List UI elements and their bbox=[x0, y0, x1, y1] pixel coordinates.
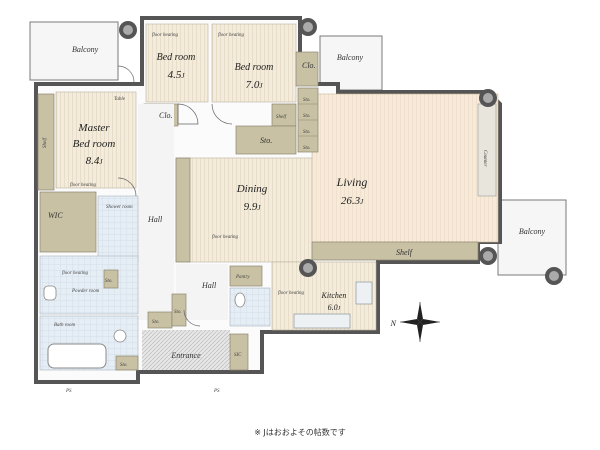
sto-entry-label: Sto. bbox=[152, 320, 160, 325]
living-label: Living bbox=[336, 175, 368, 189]
bedroom-1-floor bbox=[145, 23, 209, 103]
balcony-right bbox=[497, 199, 567, 276]
sto-powder-label: Sto. bbox=[105, 279, 113, 284]
door-bed1 bbox=[177, 103, 199, 125]
floor-heating-4: floor heating bbox=[212, 235, 238, 240]
storage-corridor bbox=[235, 125, 297, 155]
powder-room-floor bbox=[39, 255, 139, 315]
kitchen-area: 6.0J bbox=[328, 303, 341, 312]
balcony-top-left-label: Balcony bbox=[72, 45, 99, 54]
floor-heating-2: floor heating bbox=[218, 33, 244, 38]
balcony-top-right-label: Balcony bbox=[337, 53, 364, 62]
sto-bath-label: Sto. bbox=[120, 363, 128, 368]
bedroom-1-label: Bed room bbox=[157, 52, 196, 63]
floor-heating-6: floor heating bbox=[278, 291, 304, 296]
balcony-top-left bbox=[29, 21, 119, 81]
dining-area: 9.9J bbox=[244, 201, 262, 213]
dining-cabinet bbox=[175, 157, 191, 263]
shelf-living-label: Shelf bbox=[396, 248, 414, 257]
master-label-line1: Master bbox=[77, 122, 110, 134]
ps-left-label: PS bbox=[65, 389, 72, 394]
door-hall bbox=[183, 309, 201, 327]
entrance-floor bbox=[142, 330, 230, 370]
bath-room-label: Bath room bbox=[54, 323, 75, 328]
pantry bbox=[229, 265, 263, 287]
sto-col-4: Sto. bbox=[303, 146, 311, 151]
shower-room-floor bbox=[97, 195, 139, 263]
sink bbox=[43, 285, 57, 301]
clo-right-label: Clo. bbox=[302, 61, 316, 70]
counter-label: Counter bbox=[482, 150, 487, 166]
footnote: ※ Jはおおよその帖数です bbox=[254, 428, 346, 437]
door-balcony bbox=[117, 65, 135, 83]
floor-heating-3: floor heating bbox=[70, 183, 96, 188]
sto-col-2: Sto. bbox=[303, 114, 311, 119]
shelf-living bbox=[311, 241, 479, 261]
powder-room-label: Powder room bbox=[71, 289, 100, 294]
floor-heating-1: floor heating bbox=[152, 33, 178, 38]
entrance-label: Entrance bbox=[170, 351, 201, 360]
sto-bath bbox=[115, 355, 139, 371]
clo-left-label: Clo. bbox=[159, 111, 173, 120]
compass-icon bbox=[400, 302, 440, 342]
hall-left-label: Hall bbox=[147, 215, 163, 224]
hall-mid-label: Hall bbox=[201, 281, 217, 290]
wc-floor bbox=[229, 287, 271, 327]
bathtub bbox=[47, 343, 107, 369]
wic-area bbox=[39, 191, 97, 253]
kitchen-label: Kitchen bbox=[321, 291, 347, 300]
sto-hall bbox=[171, 293, 187, 327]
living-area: 26.3J bbox=[341, 195, 364, 207]
sto-col-3: Sto. bbox=[303, 130, 311, 135]
toilet-main bbox=[234, 292, 246, 308]
door-master bbox=[117, 177, 137, 197]
sto-hall-label: Sto. bbox=[174, 310, 182, 315]
master-area: 8.4J bbox=[86, 155, 104, 167]
living-floor bbox=[311, 93, 499, 243]
master-bedroom-floor bbox=[55, 91, 137, 189]
sto-powder bbox=[103, 269, 119, 289]
closet-right bbox=[295, 51, 319, 87]
kitchen-counter bbox=[293, 313, 351, 329]
balcony-top-right bbox=[319, 35, 383, 91]
shelf-bed-label: Shelf bbox=[276, 115, 287, 120]
table-label: Table bbox=[114, 97, 126, 102]
master-label-line2: Bed room bbox=[73, 138, 116, 150]
floor-heating-5: floor heating bbox=[62, 271, 88, 276]
hall-left-floor bbox=[138, 104, 174, 320]
bedroom-1-area: 4.5J bbox=[168, 69, 186, 81]
wic-label: WIC bbox=[48, 211, 63, 220]
compass-north-label: N bbox=[390, 319, 397, 328]
toilet-bath bbox=[113, 329, 127, 343]
shelf-master bbox=[37, 93, 55, 191]
ps-right-label: PS bbox=[213, 389, 220, 394]
bedroom-2-floor bbox=[211, 23, 297, 103]
sto-col-1: Sto. bbox=[303, 98, 311, 103]
shower-room-label: Shower room bbox=[106, 205, 133, 210]
door-bed2 bbox=[211, 103, 233, 125]
sto-corridor-label: Sto. bbox=[260, 136, 272, 145]
balcony-right-label: Balcony bbox=[519, 227, 546, 236]
sic-closet bbox=[229, 333, 249, 371]
shelf-master-label: Shelf bbox=[43, 137, 48, 148]
pantry-label: Pantry bbox=[235, 275, 250, 280]
sic-label: SIC bbox=[234, 353, 242, 358]
dining-label: Dining bbox=[236, 183, 268, 195]
bedroom-2-area: 7.0J bbox=[246, 79, 264, 91]
stove bbox=[355, 281, 373, 305]
bedroom-2-label: Bed room bbox=[235, 62, 274, 73]
